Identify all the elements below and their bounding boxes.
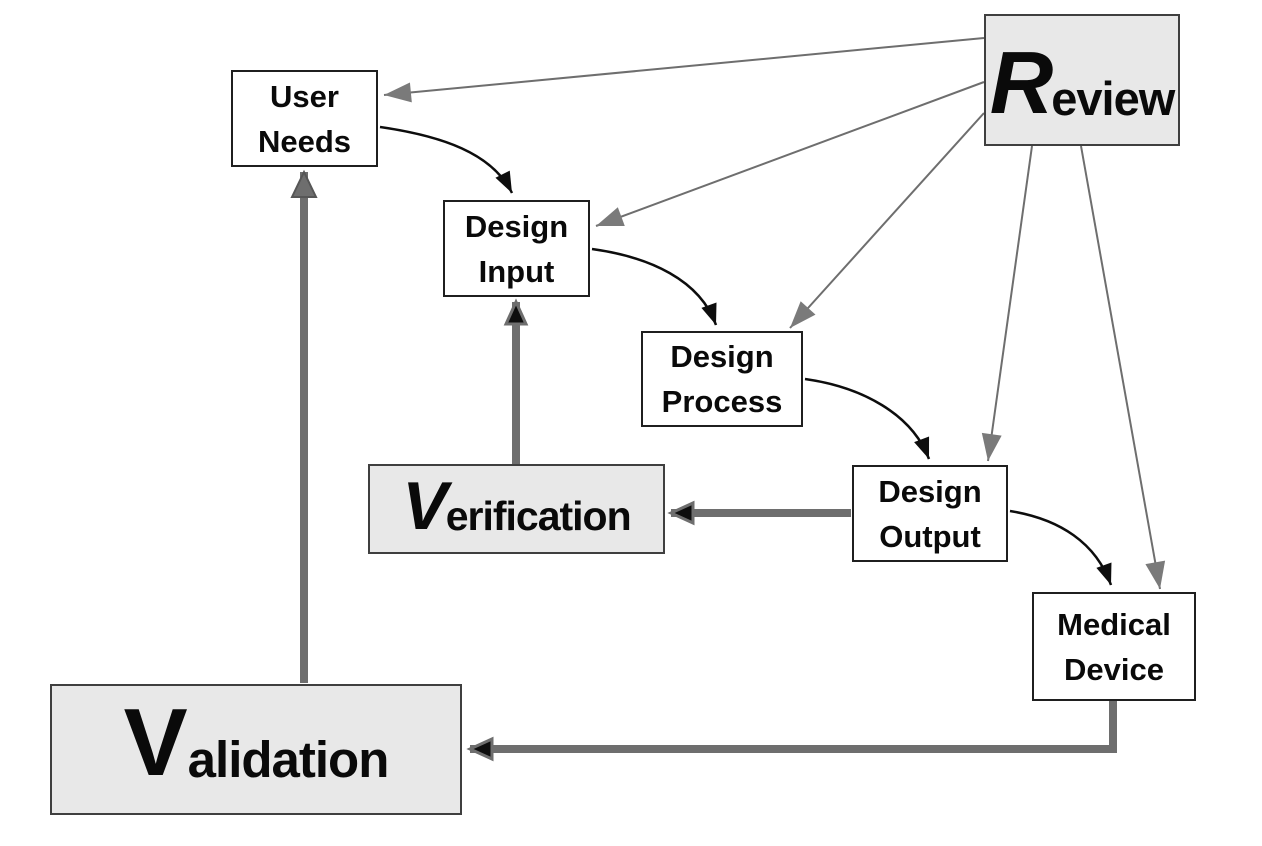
node-design-output-label-line1: Design — [878, 473, 982, 509]
node-design-input-label-line2: Input — [478, 253, 555, 289]
node-review-label-rest: eview — [1051, 72, 1175, 126]
node-user-needs-label-line2: Needs — [257, 123, 352, 159]
node-design-input: Design Input — [443, 200, 590, 297]
node-design-output-label-line2: Output — [879, 518, 981, 554]
node-design-input-label-line1: Design — [464, 208, 569, 244]
edge-review-to-design-output — [981, 145, 1033, 462]
node-design-process-label-line2: Process — [661, 384, 783, 419]
node-design-process: Design Process — [641, 331, 803, 427]
node-review-initial: R — [989, 33, 1054, 133]
node-user-needs: User Needs — [231, 70, 378, 167]
node-verification-label-rest: erification — [445, 493, 632, 540]
edge-review-to-design-input — [595, 81, 985, 227]
edge-review-to-design-process — [789, 112, 985, 329]
edge-design-process-to-design-output — [804, 377, 931, 460]
edge-design-output-to-medical-device — [1009, 509, 1113, 586]
edge-user-needs-to-design-input — [379, 125, 514, 194]
node-design-output: Design Output — [852, 465, 1008, 562]
node-user-needs-label-line1: User — [270, 78, 339, 114]
node-validation-label-rest: alidation — [187, 731, 390, 789]
node-design-process-label-line1: Design — [670, 339, 774, 374]
node-verification-initial: V — [402, 467, 447, 544]
node-validation-initial: V — [123, 689, 188, 797]
node-medical-device-label-line1: Medical — [1057, 606, 1171, 642]
node-medical-device: Medical Device — [1032, 592, 1196, 701]
node-review: R eview — [984, 14, 1180, 146]
edge-review-to-medical-device — [1080, 145, 1166, 590]
node-verification: V erification — [368, 464, 665, 554]
node-validation: V alidation — [50, 684, 462, 815]
node-medical-device-label-line2: Device — [1064, 651, 1164, 687]
edge-review-to-user-needs — [383, 37, 985, 103]
edge-medical-device-to-validation — [466, 700, 1117, 762]
edge-design-input-to-design-process — [591, 247, 718, 326]
